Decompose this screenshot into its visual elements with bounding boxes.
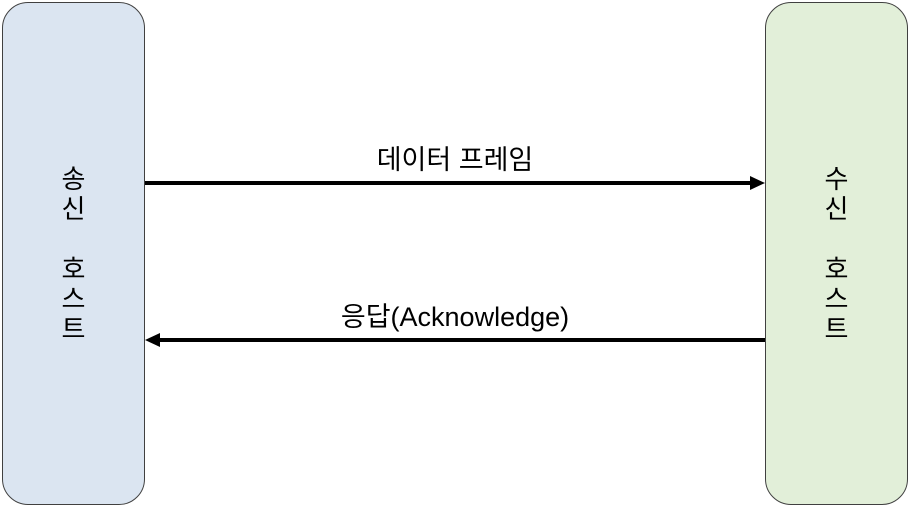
sender-host-label: 송 신 호 스 트 — [61, 163, 86, 344]
sender-host-box: 송 신 호 스 트 — [2, 2, 145, 505]
acknowledge-label: 응답(Acknowledge) — [340, 302, 570, 332]
receiver-host-box: 수 신 호 스 트 — [765, 2, 908, 505]
data-frame-label: 데이터 프레임 — [376, 145, 534, 175]
data-frame-arrow — [145, 176, 765, 190]
receiver-host-label: 수 신 호 스 트 — [824, 163, 849, 344]
acknowledge-arrow — [145, 333, 765, 347]
